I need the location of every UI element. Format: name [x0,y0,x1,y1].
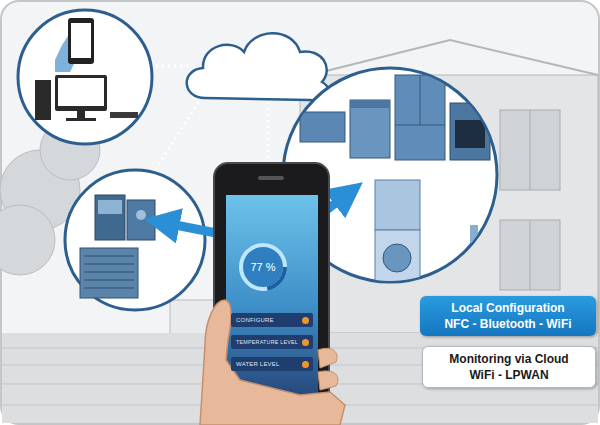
node-text: Local Configuration [426,300,590,316]
status-dot [302,339,309,346]
node-subtext: NFC - Bluetooth - WiFi [426,316,590,332]
node-text: CONFIGURE [236,317,274,323]
node-text: 77 % [238,261,288,273]
menu-button: WATER LEVEL [231,357,313,371]
menu-button: TEMPERATURE LEVEL [231,335,313,349]
node-text: TEMPERATURE LEVEL [236,339,298,345]
node-text: Monitoring via Cloud [429,351,589,367]
label-box: Monitoring via CloudWiFi - LPWAN [422,346,596,388]
status-dot [302,361,309,368]
gauge-circle: 77 % [238,242,288,292]
label-box: Local ConfigurationNFC - Bluetooth - WiF… [420,296,596,336]
status-dot [302,317,309,324]
node-subtext: WiFi - LPWAN [429,367,589,383]
menu-button: CONFIGURE [231,313,313,327]
node-text: WATER LEVEL [236,361,280,367]
